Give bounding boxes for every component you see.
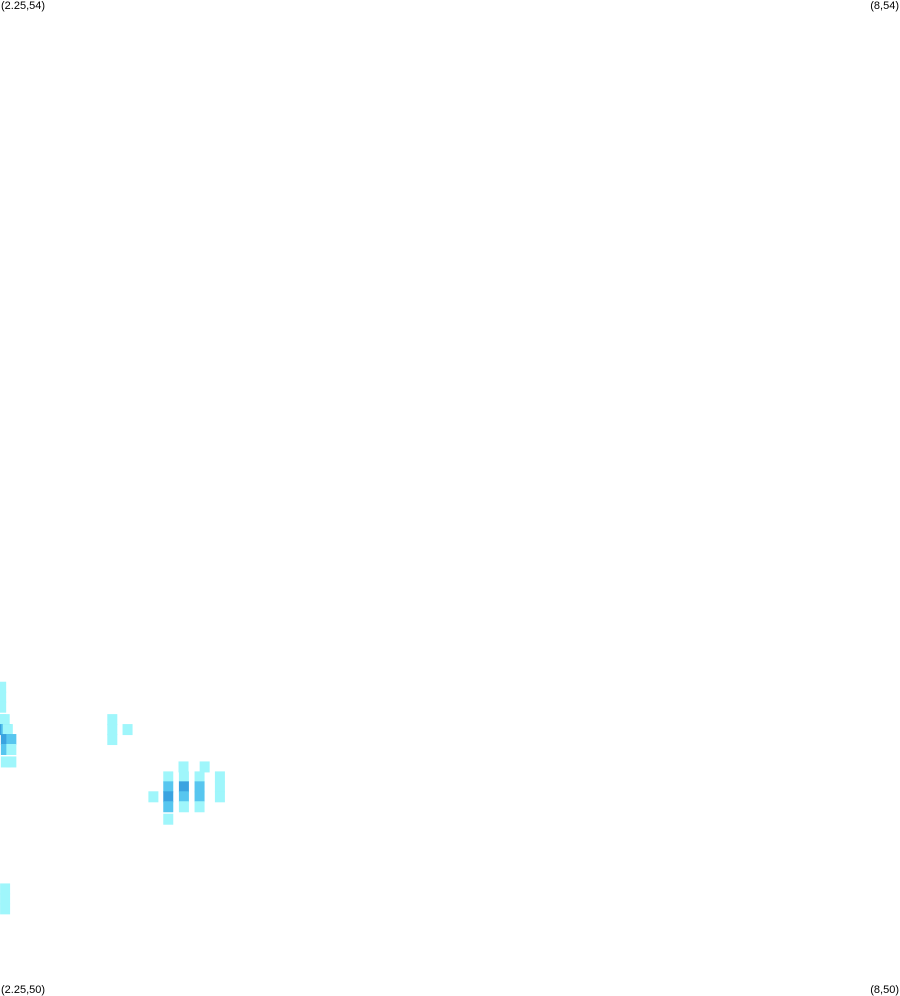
heatmap-cell-11 xyxy=(6,743,17,755)
heatmap-cell-29 xyxy=(163,791,174,803)
heatmap-cell-16 xyxy=(122,724,133,736)
corner-label-top-left: (2.25,54) xyxy=(1,0,46,12)
heatmap-cell-23 xyxy=(214,771,225,783)
heatmap-cell-19 xyxy=(199,761,210,773)
heatmap-cell-37 xyxy=(0,883,11,895)
heatmap-cell-24 xyxy=(163,781,174,793)
heatmap-cell-21 xyxy=(178,771,189,783)
heatmap-cell-39 xyxy=(0,903,11,915)
heatmap-cell-8 xyxy=(0,734,11,746)
heatmap-cell-35 xyxy=(194,801,205,813)
heatmap-cell-22 xyxy=(194,771,205,783)
heatmap-cell-7 xyxy=(2,724,13,736)
heatmap-cell-34 xyxy=(178,801,189,813)
heatmap-cell-2 xyxy=(0,701,7,713)
heatmap-cell-26 xyxy=(194,781,205,793)
heatmap-cell-15 xyxy=(107,724,118,736)
heatmap-cell-20 xyxy=(163,771,174,783)
heatmap-cell-9 xyxy=(6,734,17,746)
heatmap-cell-17 xyxy=(107,734,118,746)
heatmap-cell-13 xyxy=(6,756,17,768)
heatmap-cell-33 xyxy=(163,801,174,813)
heatmap-cell-14 xyxy=(107,714,118,726)
heatmap-cell-31 xyxy=(194,791,205,803)
heatmap-cell-30 xyxy=(178,791,189,803)
corner-label-bottom-right: (8,50) xyxy=(870,984,899,996)
heatmap-cell-18 xyxy=(178,761,189,773)
heatmap-cell-27 xyxy=(214,781,225,793)
heatmap-cell-28 xyxy=(148,791,159,803)
heatmap-cell-12 xyxy=(0,756,11,768)
heatmap-cell-10 xyxy=(0,743,11,755)
heatmap-cell-38 xyxy=(0,893,11,905)
corner-label-top-right: (8,54) xyxy=(870,0,899,12)
heatmap-cell-4 xyxy=(0,714,10,726)
corner-label-bottom-left: (2.25,50) xyxy=(1,984,46,996)
heatmap-cell-0 xyxy=(0,681,7,693)
heatmap-cell-25 xyxy=(178,781,189,793)
heatmap-cell-36 xyxy=(163,813,174,825)
heatmap-cell-32 xyxy=(214,791,225,803)
heatmap-cell-1 xyxy=(0,691,7,703)
